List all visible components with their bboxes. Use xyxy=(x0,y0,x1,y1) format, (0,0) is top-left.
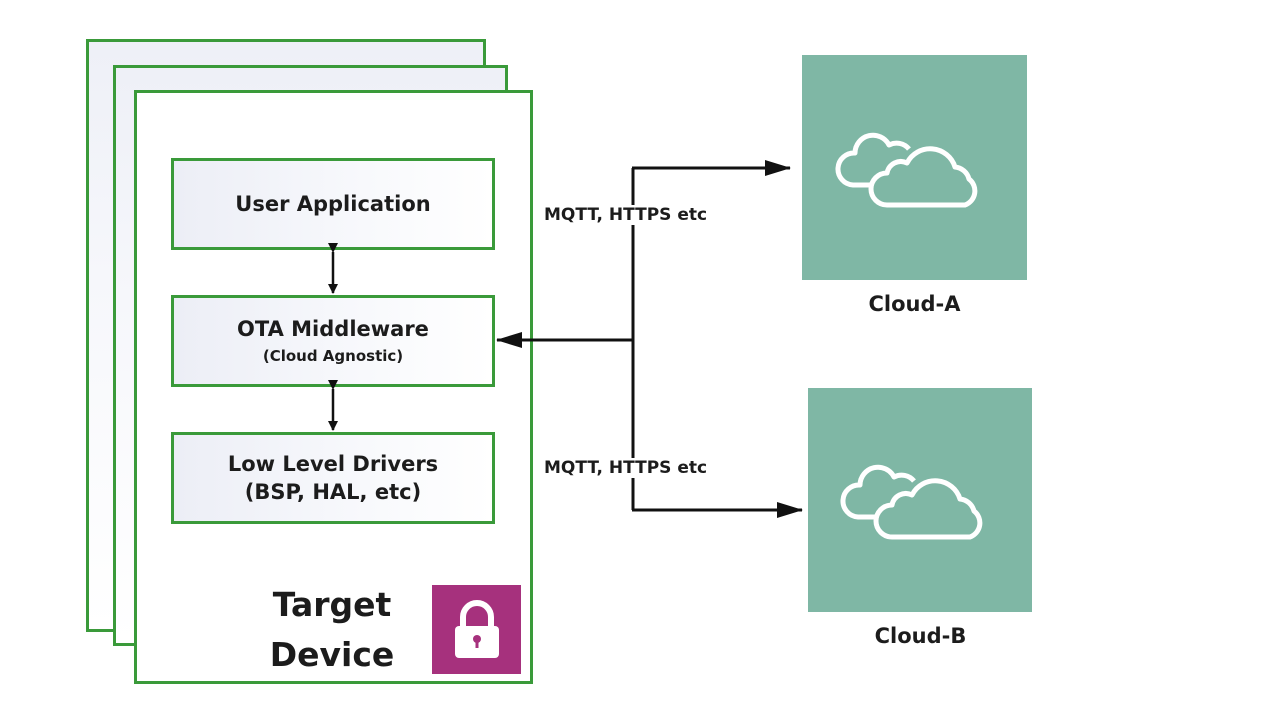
cloud-b-label: Cloud-B xyxy=(874,624,967,648)
cloud-b-box xyxy=(808,388,1032,612)
protocol-label-b: MQTT, HTTPS etc xyxy=(542,458,710,478)
protocol-label-a: MQTT, HTTPS etc xyxy=(542,205,710,225)
user-application-layer: User Application xyxy=(171,158,495,250)
layer-title: Low Level Drivers xyxy=(227,452,439,476)
security-lock-box xyxy=(432,585,521,674)
cloud-icon xyxy=(835,132,977,207)
layer-title: OTA Middleware xyxy=(237,317,429,341)
cloud-a-label: Cloud-A xyxy=(868,292,961,316)
low-level-drivers-layer: Low Level Drivers (BSP, HAL, etc) xyxy=(171,432,495,524)
target-device-label: Target Device xyxy=(268,580,396,680)
cloud-icon xyxy=(840,464,983,540)
lock-icon xyxy=(454,599,499,658)
layer-title: User Application xyxy=(235,192,431,216)
device-label-line2: Device xyxy=(269,635,395,674)
device-label-line1: Target xyxy=(272,585,392,624)
cloud-a-box xyxy=(802,55,1027,280)
ota-middleware-layer: OTA Middleware (Cloud Agnostic) xyxy=(171,295,495,387)
layer-subtitle: (BSP, HAL, etc) xyxy=(244,480,422,504)
layer-subtitle: (Cloud Agnostic) xyxy=(262,347,404,365)
